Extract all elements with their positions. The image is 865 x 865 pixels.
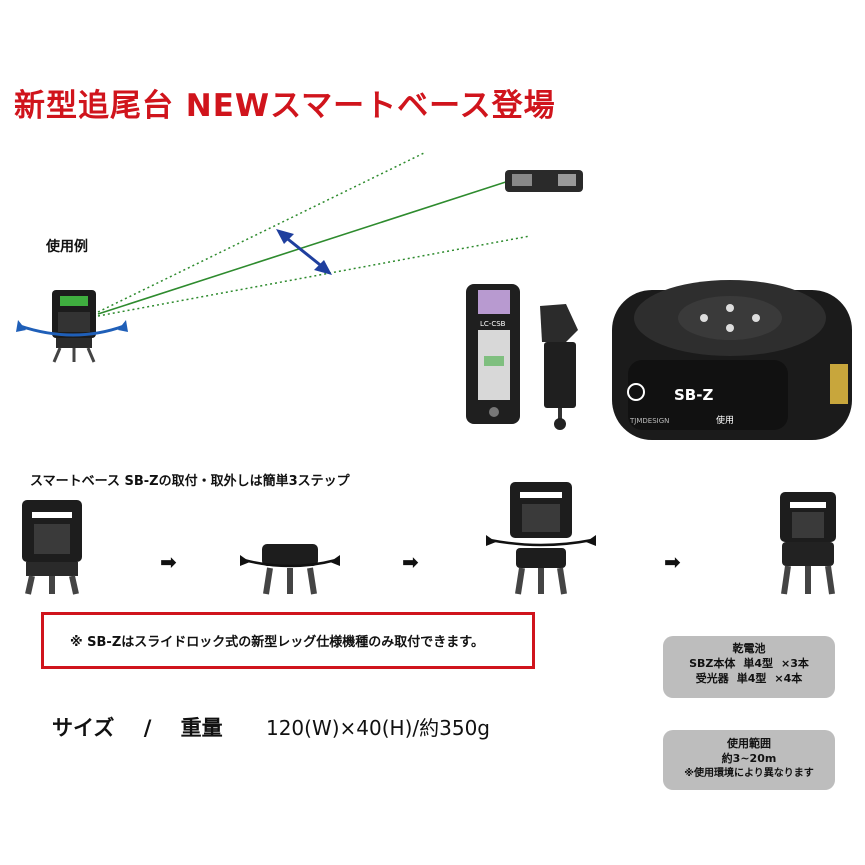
laser-line-upper bbox=[97, 152, 425, 313]
step-arrow-icon-3: ➡ bbox=[664, 550, 681, 574]
smart-base-brand: TJMDESIGN bbox=[629, 417, 669, 425]
spec-size-label: サイズ bbox=[52, 716, 115, 740]
receiver-small-image bbox=[505, 170, 583, 192]
step1-laser-level-image bbox=[22, 500, 82, 595]
range-title: 使用範囲 bbox=[727, 737, 771, 750]
battery-row-type: 単4型 bbox=[743, 657, 774, 670]
page-title: 新型追尾台 NEWスマートベース登場 bbox=[14, 88, 556, 124]
battery-row: SBZ本体 単4型 ×3本 bbox=[663, 656, 835, 671]
smart-base-model-label: SB-Z bbox=[674, 386, 713, 404]
usage-example-label: 使用例 bbox=[46, 239, 88, 255]
step2-base-on-legs-image bbox=[240, 544, 340, 595]
battery-info-box: 乾電池 SBZ本体 単4型 ×3本 受光器 単4型 ×4本 bbox=[663, 636, 835, 698]
battery-row-qty: ×4本 bbox=[774, 672, 803, 685]
spec-weight-label: 重量 bbox=[180, 716, 223, 740]
receiver-large-image bbox=[466, 284, 520, 424]
laser-line-lower bbox=[97, 235, 531, 317]
laser-level-example-image bbox=[16, 290, 128, 363]
step4-complete-image bbox=[780, 492, 836, 595]
compatibility-notice: ※ SB-Zはスライドロック式の新型レッグ仕様機種のみ取付できます。 bbox=[41, 612, 535, 669]
laser-line-center bbox=[97, 179, 513, 315]
range-info-box: 使用範囲 約3~20m ※使用環境により異なります bbox=[663, 730, 835, 790]
laser-lines bbox=[97, 152, 531, 317]
range-value: 約3~20m bbox=[721, 752, 777, 765]
battery-row-type: 単4型 bbox=[736, 672, 767, 685]
range-note: ※使用環境により異なります bbox=[684, 768, 814, 779]
battery-row: 受光器 単4型 ×4本 bbox=[663, 671, 835, 686]
size-weight-spec: サイズ / 重量 120(W)×40(H)/約350g bbox=[52, 712, 490, 742]
step-arrow-icon-2: ➡ bbox=[402, 550, 419, 574]
holder-clamp-image bbox=[540, 304, 578, 430]
spec-separator: / bbox=[143, 716, 152, 740]
step3-mounting-image bbox=[486, 482, 596, 595]
receiver-label: LC-CSB bbox=[480, 320, 506, 328]
battery-row-item: 受光器 bbox=[695, 672, 729, 685]
compatibility-notice-text: ※ SB-Zはスライドロック式の新型レッグ仕様機種のみ取付できます。 bbox=[70, 635, 484, 650]
step-arrow-icon-1: ➡ bbox=[160, 550, 177, 574]
battery-title: 乾電池 bbox=[732, 642, 766, 655]
battery-row-item: SBZ本体 bbox=[689, 657, 736, 670]
steps-caption: スマートベース SB-Zの取付・取外しは簡単3ステップ bbox=[30, 474, 350, 489]
tracking-arrow-icon bbox=[276, 229, 332, 275]
smart-base-badge: 使用 bbox=[716, 414, 734, 426]
smart-base-sbz-image bbox=[612, 280, 852, 440]
spec-value: 120(W)×40(H)/約350g bbox=[265, 716, 490, 740]
battery-row-qty: ×3本 bbox=[781, 657, 809, 670]
